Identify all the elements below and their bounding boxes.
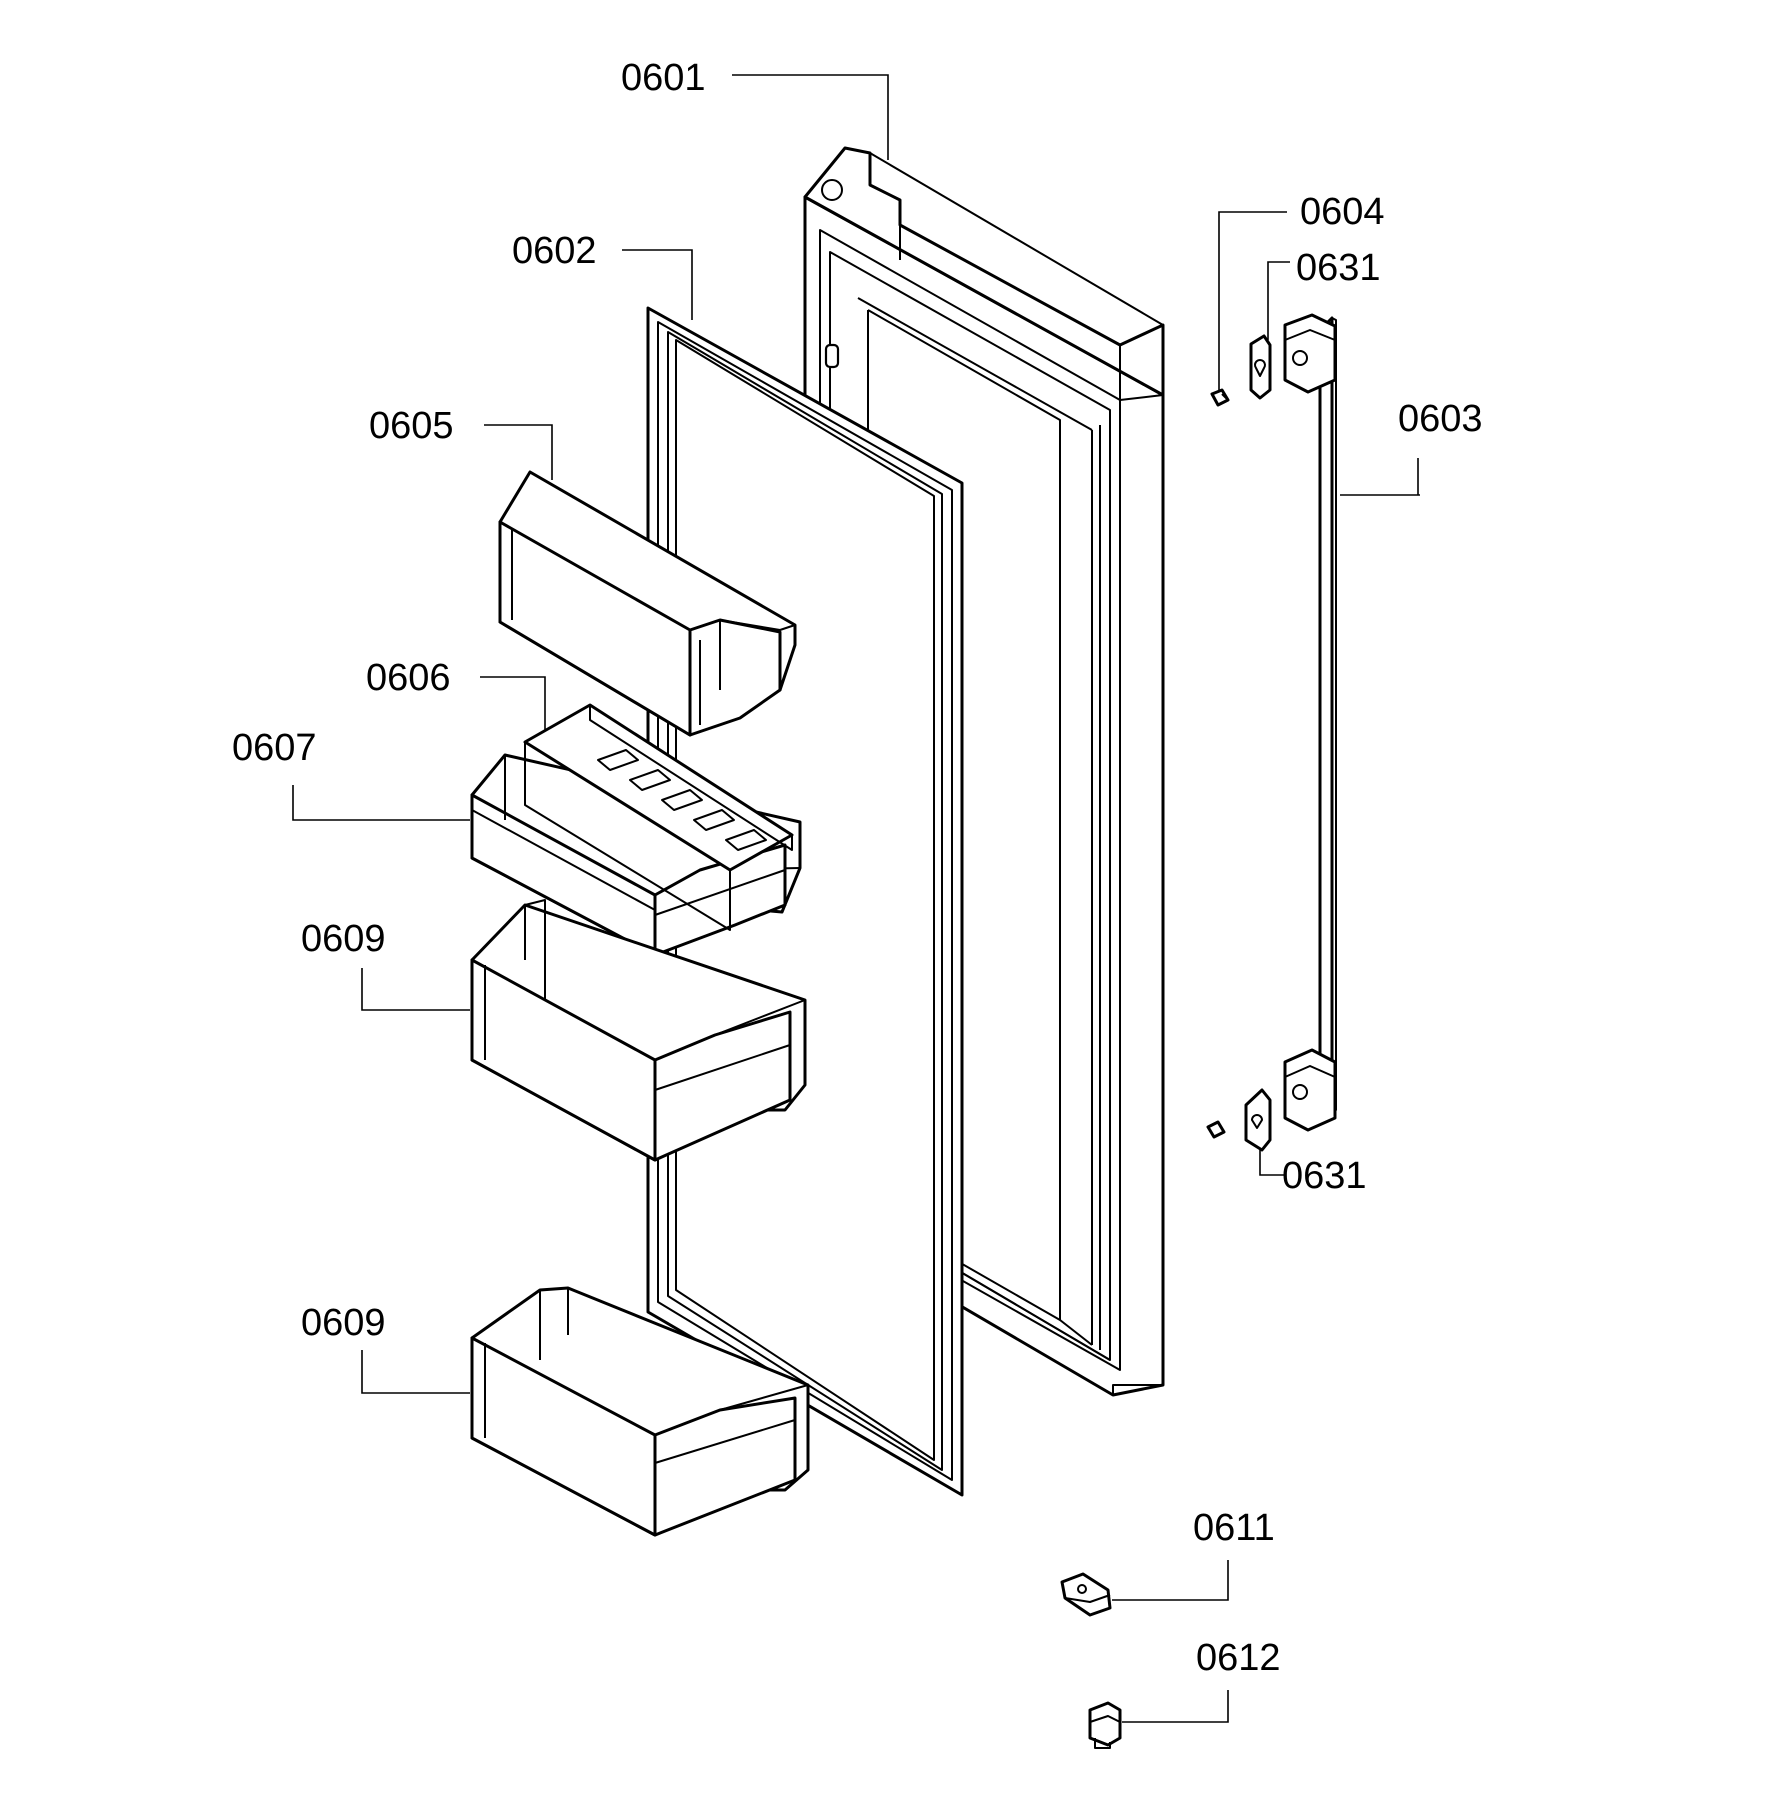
leader-lines: [292, 74, 1420, 1723]
shelf-bin-0609-upper: [470, 899, 807, 1162]
hinge-part-0612: [1088, 1701, 1122, 1749]
callout-0605: 0605: [369, 405, 454, 447]
callout-0607: 0607: [232, 727, 317, 769]
callout-0609-upper: 0609: [301, 918, 386, 960]
handle-spacers: [1244, 334, 1272, 1152]
handle-screws: [1206, 388, 1230, 1139]
callout-0609-lower: 0609: [301, 1302, 386, 1344]
callout-0631-upper: 0631: [1296, 247, 1381, 289]
callout-0611: 0611: [1193, 1507, 1275, 1549]
hinge-part-0611: [1060, 1572, 1112, 1617]
callout-0631-lower: 0631: [1282, 1155, 1367, 1197]
callout-labels: 0601 0602 0603 0604 0605 0606 0607 0609 …: [232, 57, 1483, 1679]
egg-tray-0606: [523, 703, 794, 931]
callout-0604: 0604: [1300, 191, 1385, 233]
callout-0603: 0603: [1398, 398, 1483, 440]
callout-0606: 0606: [366, 657, 451, 699]
callout-0612: 0612: [1196, 1637, 1281, 1679]
door-handle: [1283, 313, 1337, 1132]
callout-0601: 0601: [621, 57, 706, 99]
shelf-bin-0609-lower: [470, 1286, 810, 1537]
callout-0602: 0602: [512, 230, 597, 272]
shelf-bin-0605: [498, 470, 797, 737]
